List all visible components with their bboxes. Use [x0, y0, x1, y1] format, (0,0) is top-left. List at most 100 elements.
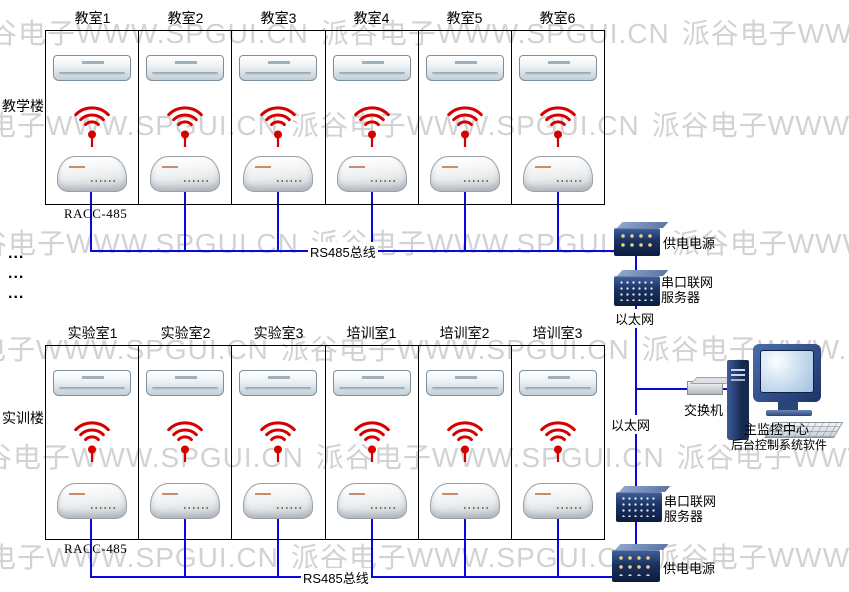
air-conditioner-icon — [239, 370, 318, 396]
watermark-text: 派谷电子WWW.SPGUI.CN — [0, 442, 304, 473]
racc485-controller-icon — [429, 483, 500, 519]
power-holes-icon — [621, 234, 653, 250]
power-serial-link-line — [635, 256, 637, 276]
power-supply-label: 供电电源 — [663, 561, 716, 576]
rs485-drop-line — [90, 518, 92, 578]
monitor-base — [766, 410, 812, 416]
device-leds-icon — [91, 507, 118, 509]
ethernet-line — [635, 306, 637, 492]
wireless-signal-icon — [70, 404, 114, 462]
ellipsis: ... — [8, 265, 25, 282]
server-ports-icon — [620, 281, 654, 301]
power-holes-icon — [619, 556, 653, 576]
room-label: 培训室2 — [439, 325, 490, 341]
racc485-label: RACC-485 — [64, 541, 128, 556]
room-labels-row: 教室1 教室2 教室3 教室4 教室5 教室6 — [46, 8, 604, 28]
room-cell — [138, 31, 231, 204]
racc485-controller-icon — [429, 156, 500, 192]
rs485-drop-line — [184, 518, 186, 578]
rs485-drop-line — [464, 518, 466, 578]
device-leds-icon — [91, 180, 118, 182]
racc485-controller-icon — [336, 483, 407, 519]
computer-tower-icon — [727, 360, 749, 440]
air-conditioner-icon — [239, 55, 318, 81]
room-cell — [324, 346, 418, 539]
watermark-row: 派谷电子WWW.SPGUI.CN 派谷电子WWW.SPGUI.CN 派谷电子WWW.… — [0, 12, 849, 52]
wireless-signal-icon — [536, 404, 580, 462]
air-conditioner-icon — [146, 370, 225, 396]
device-leds-icon — [463, 507, 490, 509]
wireless-signal-icon — [163, 89, 207, 147]
serial-server-label-line1: 串口联网 — [661, 275, 714, 290]
wireless-signal-icon — [536, 89, 580, 147]
switch-label: 交换机 — [684, 403, 724, 418]
air-conditioner-icon — [146, 55, 225, 81]
room-cell — [231, 346, 324, 539]
room-cell — [510, 31, 604, 204]
rs485-drop-line — [90, 191, 92, 252]
air-conditioner-icon — [332, 55, 411, 81]
wireless-signal-icon — [70, 89, 114, 147]
wireless-signal-icon — [163, 404, 207, 462]
control-center-label-line1: 主监控中心 — [744, 422, 810, 437]
wireless-signal-icon — [443, 404, 487, 462]
serial-server-icon — [616, 492, 662, 522]
room-label: 实验室2 — [160, 325, 211, 341]
racc485-controller-icon — [243, 483, 314, 519]
building-name-training: 实训楼 — [2, 410, 44, 426]
wireless-signal-icon — [256, 404, 300, 462]
wireless-signal-icon — [443, 89, 487, 147]
ethernet-label: 以太网 — [610, 415, 652, 434]
racc485-controller-icon — [150, 483, 221, 519]
rs485-drop-line — [184, 191, 186, 252]
serial-server-label-line2: 服务器 — [664, 509, 704, 524]
device-leds-icon — [370, 180, 397, 182]
rs485-drop-line — [557, 518, 559, 578]
air-conditioner-icon — [518, 55, 597, 81]
air-conditioner-icon — [425, 55, 504, 81]
serial-server-label-line1: 串口联网 — [664, 494, 717, 509]
device-leds-icon — [556, 180, 583, 182]
device-leds-icon — [277, 180, 304, 182]
racc485-controller-icon — [522, 483, 593, 519]
rs485-drop-line — [557, 191, 559, 252]
rs485-bus-label: RS485总线 — [301, 568, 371, 587]
watermark-text: 派谷电子WWW.SPGUI.CN — [320, 18, 670, 49]
watermark-text: 派谷电子WWW.SPGUI.CN — [681, 18, 849, 49]
serial-server-label-line2: 服务器 — [661, 290, 701, 305]
room-label: 教室3 — [260, 10, 297, 26]
room-label: 教室4 — [353, 10, 390, 26]
wireless-signal-icon — [350, 404, 394, 462]
air-conditioner-icon — [518, 370, 597, 396]
room-label: 教室2 — [167, 10, 204, 26]
watermark-text: 派谷电子WWW.SPGUI.CN — [0, 228, 299, 259]
rs485-drop-line — [371, 191, 373, 252]
room-label: 实验室3 — [253, 325, 304, 341]
monitor-stand — [778, 402, 798, 410]
watermark-row: 派谷电子WWW.SPGUI.CN派谷电子WWW.SPGUI.CN派谷电子WWW.… — [0, 436, 849, 476]
room-label: 培训室3 — [532, 325, 583, 341]
device-leds-icon — [556, 507, 583, 509]
watermark-text: 派谷电子WWW.SPGUI.CN — [280, 334, 630, 365]
room-cell — [46, 346, 138, 539]
air-conditioner-icon — [53, 370, 132, 396]
teaching-building-box: 教室1 教室2 教室3 教室4 教室5 教室6 — [45, 10, 605, 205]
room-cell — [417, 346, 511, 539]
room-label: 实验室1 — [67, 325, 118, 341]
server-ports-icon — [622, 497, 656, 517]
room-cell — [417, 31, 511, 204]
air-conditioner-icon — [332, 370, 411, 396]
room-label: 培训室1 — [346, 325, 397, 341]
watermark-row: 派谷电子WWW.SPGUI.CN派谷电子WWW.SPGUI.CN派谷电子WWW.… — [0, 222, 849, 262]
racc485-controller-icon — [150, 156, 221, 192]
power-supply-label: 供电电源 — [663, 236, 716, 251]
watermark-text: 派谷电子WWW.SPGUI.CN — [651, 110, 849, 141]
monitor-screen — [760, 350, 814, 393]
rs485-drop-line — [464, 191, 466, 252]
wireless-signal-icon — [350, 89, 394, 147]
racc485-controller-icon — [522, 156, 593, 192]
watermark-text: 派谷电子WWW.SPGUI.CN — [0, 18, 309, 49]
room-cell — [510, 346, 604, 539]
ellipsis: ... — [8, 245, 25, 262]
